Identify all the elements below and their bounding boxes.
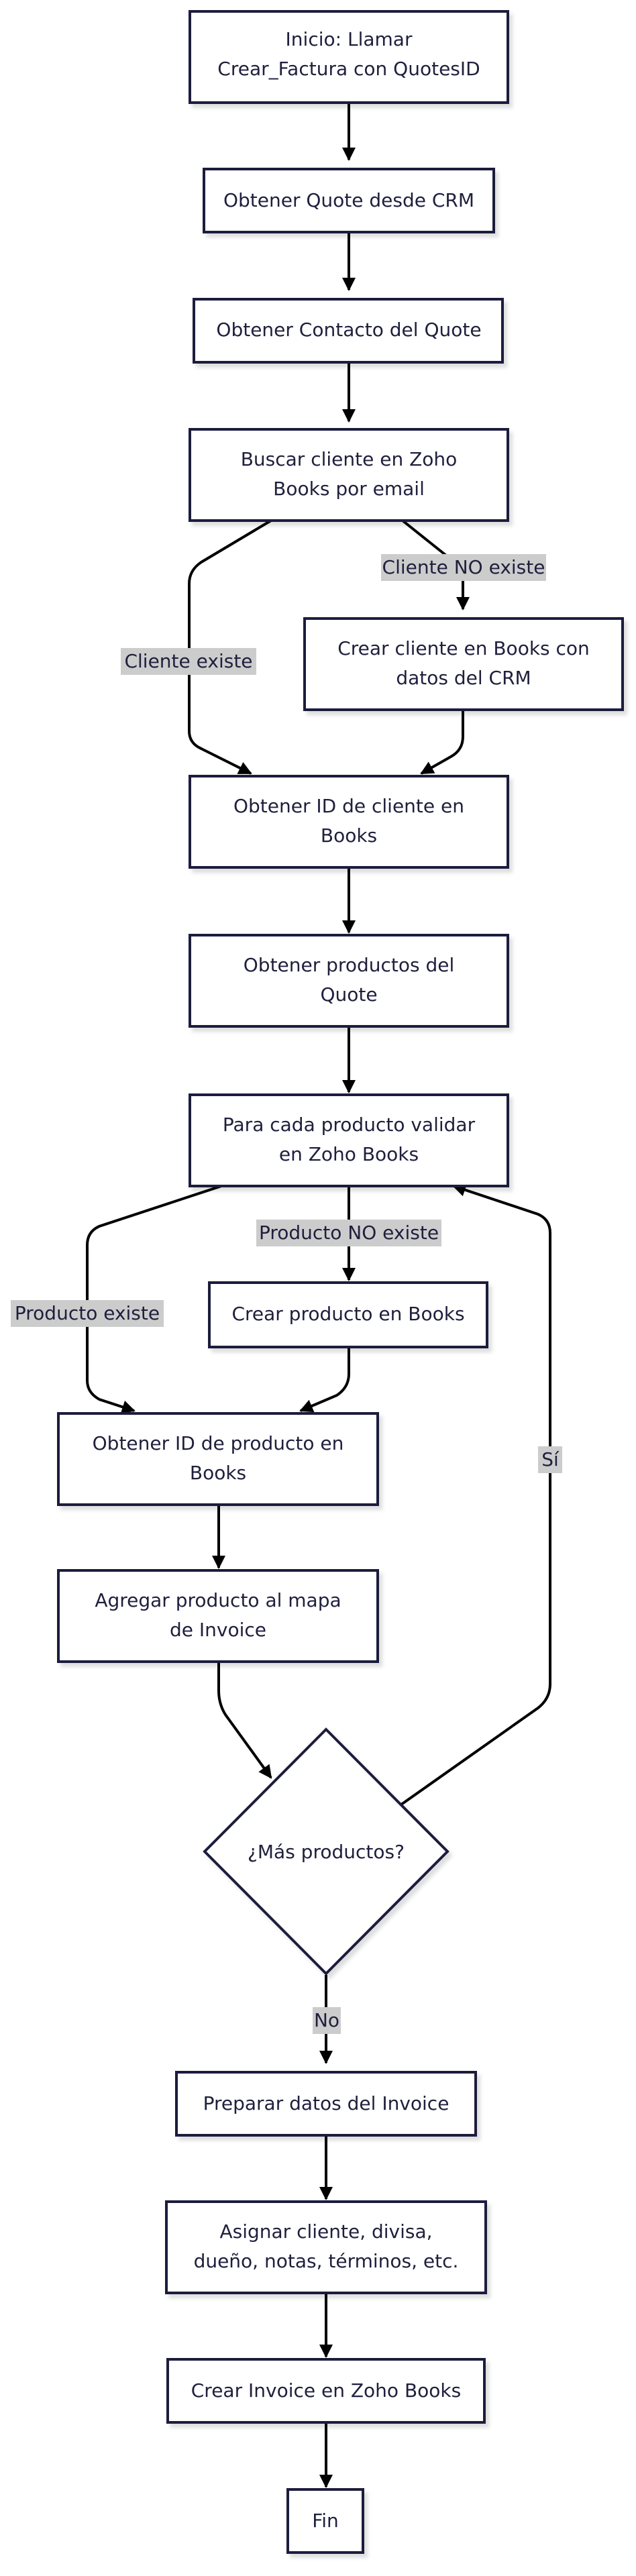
node-fin: Fin	[286, 2488, 364, 2554]
svg-text:Books: Books	[321, 824, 377, 847]
svg-text:Obtener ID de cliente en: Obtener ID de cliente en	[233, 795, 464, 817]
svg-text:Obtener Contacto del Quote: Obtener Contacto del Quote	[216, 319, 481, 341]
svg-text:Fin: Fin	[312, 2510, 339, 2532]
node-crear-invoice: Crear Invoice en Zoho Books	[166, 2358, 486, 2424]
node-crear-producto: Crear producto en Books	[208, 1281, 488, 1348]
edge-label-no: No	[313, 2007, 341, 2034]
node-crear-cliente: Crear cliente en Books con datos del CRM	[303, 617, 624, 711]
svg-text:Books por email: Books por email	[273, 478, 425, 500]
node-obtener-contacto: Obtener Contacto del Quote	[193, 298, 504, 364]
edge-label-cliente-no-existe: Cliente NO existe	[381, 554, 546, 581]
svg-text:¿Más productos?: ¿Más productos?	[248, 1841, 405, 1863]
edge-mas-productos-to-validar-producto	[400, 1183, 551, 1806]
svg-text:Asignar cliente, divisa,: Asignar cliente, divisa,	[219, 2220, 432, 2243]
svg-text:Preparar datos del Invoice: Preparar datos del Invoice	[203, 2092, 449, 2114]
svg-text:en Zoho Books: en Zoho Books	[279, 1143, 419, 1165]
edge-validar-producto-to-obtener-id-producto	[86, 1185, 222, 1413]
svg-text:de Invoice: de Invoice	[170, 1619, 266, 1641]
node-mas-productos: ¿Más productos?	[203, 1727, 449, 1976]
svg-text:Obtener productos del: Obtener productos del	[244, 954, 455, 976]
node-asignar-cliente: Asignar cliente, divisa, dueño, notas, t…	[165, 2200, 487, 2294]
svg-text:Obtener Quote desde CRM: Obtener Quote desde CRM	[223, 189, 474, 211]
svg-text:Quote: Quote	[320, 983, 377, 1006]
svg-text:No: No	[314, 2009, 339, 2031]
svg-text:Para cada producto validar: Para cada producto validar	[223, 1114, 476, 1136]
edge-crear-cliente-to-obtener-id-cliente	[420, 710, 464, 775]
node-obtener-id-cliente: Obtener ID de cliente en Books	[189, 775, 509, 869]
node-buscar-cliente: Buscar cliente en Zoho Books por email	[189, 428, 509, 522]
node-preparar-datos: Preparar datos del Invoice	[175, 2071, 477, 2137]
node-obtener-quote: Obtener Quote desde CRM	[203, 168, 495, 233]
svg-text:Producto NO existe: Producto NO existe	[259, 1222, 439, 1244]
edge-label-si: Sí	[538, 1446, 562, 1473]
svg-text:Crear producto en Books: Crear producto en Books	[231, 1303, 464, 1325]
svg-text:Cliente existe: Cliente existe	[124, 650, 252, 672]
svg-text:Cliente NO existe: Cliente NO existe	[382, 556, 545, 578]
svg-text:Producto existe: Producto existe	[15, 1302, 160, 1324]
svg-text:Books: Books	[190, 1462, 246, 1484]
edge-crear-producto-to-obtener-id-producto	[299, 1347, 350, 1413]
edge-agregar-producto-to-mas-productos	[217, 1662, 272, 1779]
svg-text:Crear Invoice en Zoho Books: Crear Invoice en Zoho Books	[191, 2379, 462, 2402]
svg-text:Crear cliente en Books con: Crear cliente en Books con	[337, 637, 590, 659]
svg-text:datos del CRM: datos del CRM	[396, 667, 531, 689]
svg-text:Agregar producto al mapa: Agregar producto al mapa	[95, 1589, 341, 1611]
svg-text:Buscar cliente en Zoho: Buscar cliente en Zoho	[241, 448, 458, 470]
nodes: Inicio: Llamar Crear_Factura con QuotesI…	[57, 10, 624, 2554]
edge-label-producto-existe: Producto existe	[11, 1300, 164, 1327]
svg-text:dueño, notas, términos, etc.: dueño, notas, términos, etc.	[194, 2250, 459, 2272]
svg-text:Inicio: Llamar: Inicio: Llamar	[286, 28, 413, 50]
edge-labels: Cliente NO existe Cliente existe Product…	[11, 554, 562, 2034]
node-validar-producto: Para cada producto validar en Zoho Books	[189, 1093, 509, 1187]
svg-text:Sí: Sí	[541, 1448, 560, 1470]
edge-buscar-cliente-to-obtener-id-cliente	[188, 519, 272, 775]
svg-text:Crear_Factura con QuotesID: Crear_Factura con QuotesID	[217, 58, 480, 80]
node-agregar-producto: Agregar producto al mapa de Invoice	[57, 1569, 379, 1663]
svg-text:Obtener ID de producto en: Obtener ID de producto en	[93, 1432, 344, 1454]
node-inicio: Inicio: Llamar Crear_Factura con QuotesI…	[189, 10, 509, 104]
edge-label-cliente-existe: Cliente existe	[121, 648, 256, 675]
node-obtener-id-producto: Obtener ID de producto en Books	[57, 1412, 379, 1506]
edge-label-producto-no-existe: Producto NO existe	[256, 1220, 441, 1246]
node-obtener-productos: Obtener productos del Quote	[189, 934, 509, 1028]
